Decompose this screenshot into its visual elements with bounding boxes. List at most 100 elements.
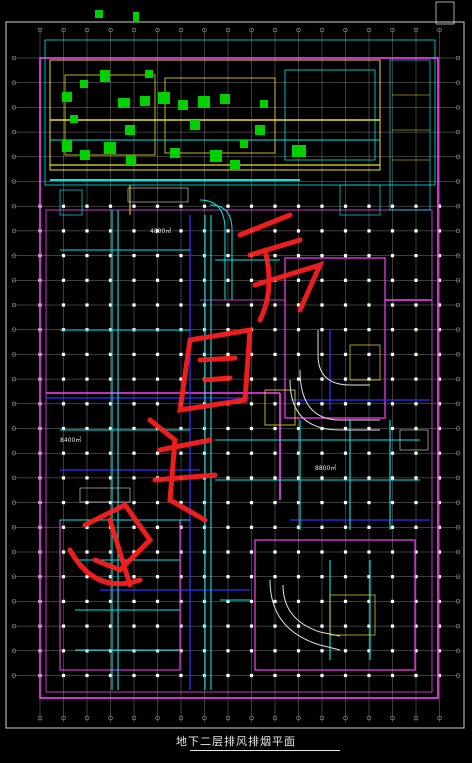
structural-column	[61, 599, 66, 603]
structural-column	[437, 525, 442, 529]
structural-column	[437, 426, 442, 431]
structural-column	[414, 303, 418, 307]
structural-column	[249, 599, 254, 603]
grid-bubble	[390, 715, 395, 721]
grid-bubble	[11, 129, 17, 135]
grid-bubble	[11, 475, 17, 481]
structural-column	[343, 352, 348, 356]
structural-column	[273, 525, 277, 529]
structural-column	[61, 624, 66, 628]
structural-column	[367, 624, 371, 628]
structural-column	[108, 229, 113, 233]
structural-column	[296, 254, 301, 258]
structural-column	[85, 525, 89, 529]
structural-column	[390, 426, 395, 431]
area-label-2: 8400㎡	[60, 436, 81, 444]
grid-bubble	[455, 450, 461, 456]
grid-bubble	[455, 673, 461, 678]
structural-column	[179, 377, 183, 381]
structural-column	[320, 204, 324, 208]
structural-column	[296, 402, 301, 406]
structural-column	[108, 599, 113, 603]
structural-column	[108, 377, 113, 381]
structural-column	[390, 624, 395, 628]
structural-column	[61, 575, 66, 579]
structural-column	[132, 254, 136, 258]
structural-column	[249, 624, 254, 628]
structural-column	[155, 525, 160, 529]
grid-bubble	[319, 715, 325, 721]
structural-column	[320, 278, 324, 282]
grid-bubble	[11, 549, 17, 555]
structural-column	[249, 550, 254, 554]
structural-column	[226, 599, 230, 603]
structural-column	[437, 599, 442, 603]
structural-column	[343, 451, 348, 455]
grid-bubble	[413, 27, 419, 33]
structural-column	[226, 426, 230, 431]
structural-column	[155, 575, 160, 579]
structural-column	[249, 525, 254, 529]
structural-column	[155, 599, 160, 603]
structural-column	[414, 229, 418, 233]
structural-column	[437, 451, 442, 455]
structural-column	[414, 451, 418, 455]
grid-bubble	[272, 715, 278, 721]
structural-column	[414, 649, 418, 653]
grid-bubble	[11, 352, 17, 357]
structural-column	[296, 624, 301, 628]
structural-column	[273, 204, 277, 208]
grid-bubble	[61, 27, 66, 33]
structural-column	[320, 624, 324, 628]
structural-column	[320, 402, 324, 406]
structural-column	[273, 599, 277, 603]
grid-bubble	[155, 27, 160, 33]
structural-column	[202, 204, 207, 208]
structural-column	[414, 328, 418, 332]
structural-column	[343, 575, 348, 579]
grid-bubble	[11, 623, 17, 629]
equipment-unit	[62, 92, 72, 102]
vehicle-ramps	[199, 199, 381, 651]
structural-column	[437, 328, 442, 332]
structural-column	[155, 402, 160, 406]
structural-column	[132, 575, 136, 579]
grid-bubble	[249, 715, 254, 721]
structural-column	[367, 328, 371, 332]
structural-column	[343, 550, 348, 554]
structural-column	[367, 426, 371, 431]
structural-column	[390, 204, 395, 208]
structural-column	[132, 377, 136, 381]
structural-column	[367, 599, 371, 603]
equipment-unit	[100, 70, 110, 82]
structural-column	[343, 426, 348, 431]
structural-column	[437, 377, 442, 381]
grid-bubble	[437, 715, 442, 721]
structural-column	[437, 204, 442, 208]
grid-bubble	[249, 27, 254, 33]
structural-column	[320, 649, 324, 653]
structural-column	[85, 377, 89, 381]
structural-column	[155, 649, 160, 653]
structural-column	[179, 575, 183, 579]
structural-column	[414, 204, 418, 208]
structural-column	[273, 624, 277, 628]
area-label-3: 8800㎡	[315, 464, 336, 472]
structural-column	[343, 525, 348, 529]
structural-column	[437, 402, 442, 406]
grid-bubble	[455, 500, 461, 505]
structural-column	[155, 624, 160, 628]
structural-column	[273, 649, 277, 653]
structural-column	[367, 229, 371, 233]
structural-column	[367, 649, 371, 653]
structural-column	[155, 278, 160, 282]
structural-column	[367, 550, 371, 554]
grid-bubble	[37, 27, 43, 33]
grid-bubble	[455, 154, 461, 160]
structural-column	[85, 402, 89, 406]
structural-column	[249, 278, 254, 282]
structural-column	[437, 303, 442, 307]
structural-column	[414, 426, 418, 431]
structural-column	[320, 673, 324, 678]
structural-column	[390, 525, 395, 529]
